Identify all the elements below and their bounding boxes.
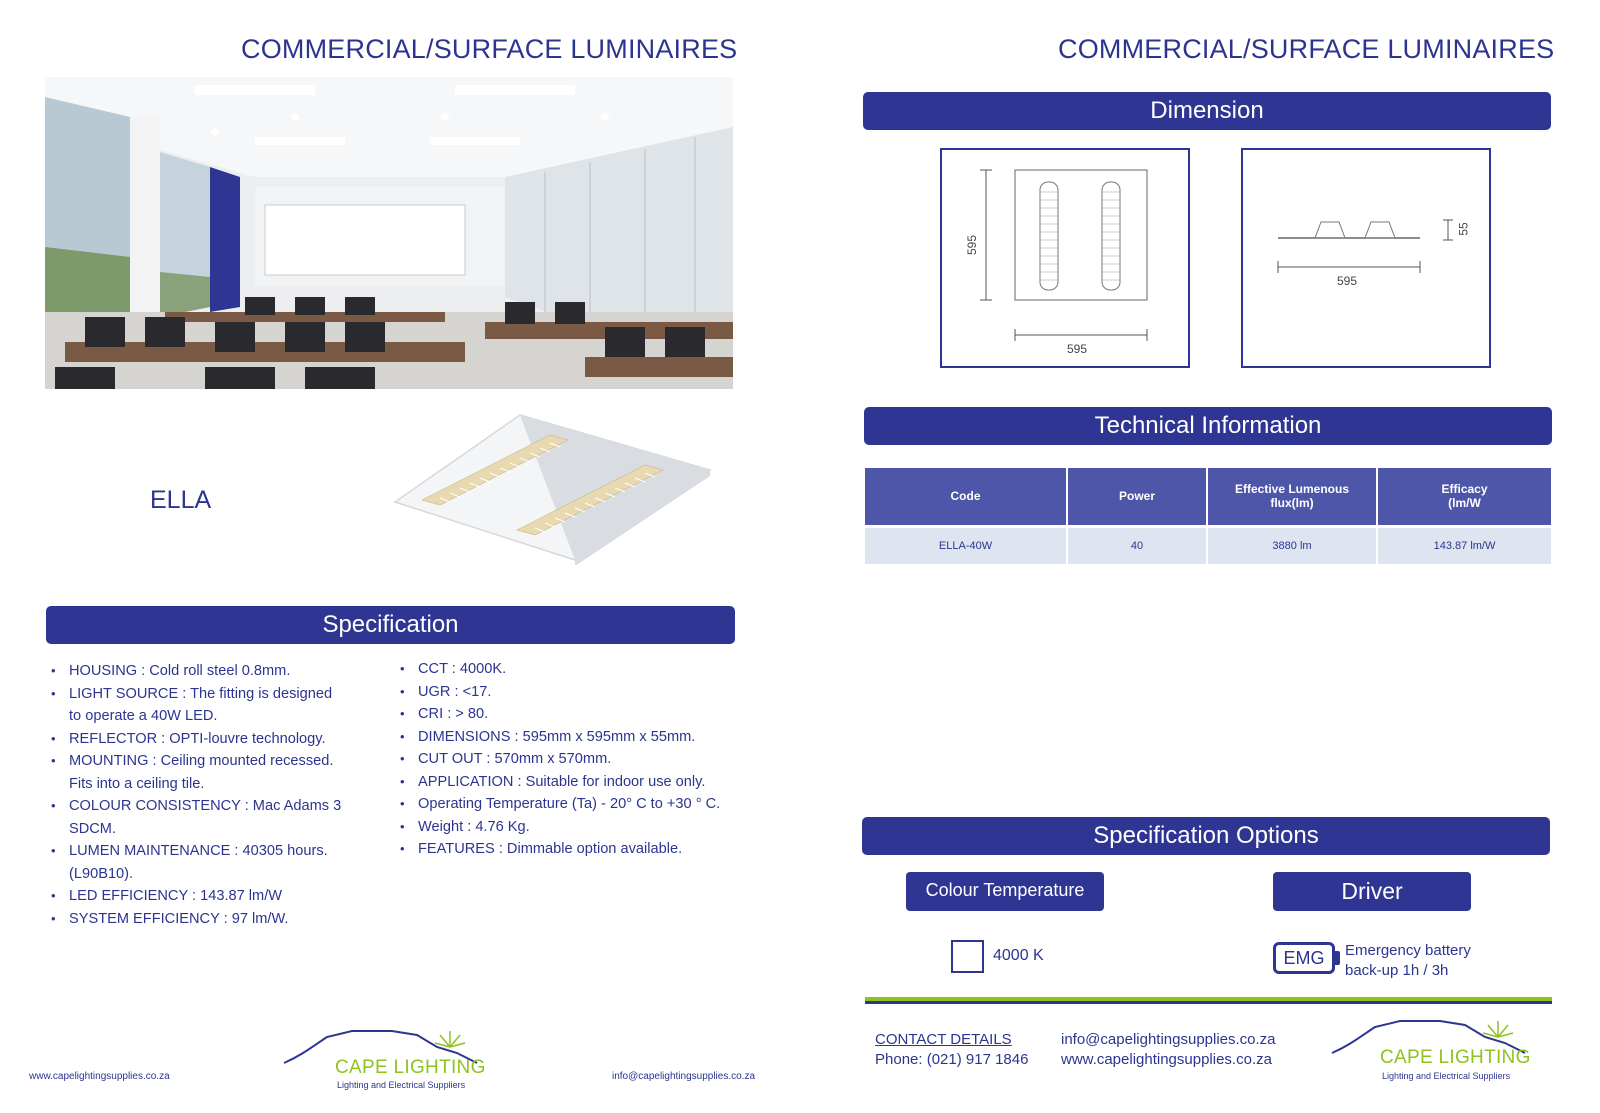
contact-email-link[interactable]: info@capelightingsupplies.co.za [1061,1031,1276,1048]
logo-tagline: Lighting and Electrical Suppliers [337,1080,466,1090]
driver-desc-line1: Emergency battery [1345,942,1471,959]
logo-name: CAPE LIGHTING [1380,1047,1531,1068]
technical-table: Code Power Effective Lumenous flux(lm) E… [865,468,1551,564]
footer-blue-rule [865,1001,1552,1004]
spec-list-col1: HOUSING : Cold roll steel 0.8mm. LIGHT S… [48,660,348,930]
dim-width-label: 595 [1067,342,1088,356]
product-image [390,410,720,566]
table-header-efficacy: Efficacy (lm/W [1377,468,1551,526]
colour-temperature-label: Colour Temperature [906,872,1104,911]
table-row: ELLA-40W 40 3880 lm 143.87 lm/W [865,524,1551,564]
left-page-title: COMMERCIAL/SURFACE LUMINAIRES [241,34,738,64]
classroom-photo [45,77,733,389]
spec-options-banner: Specification Options [862,817,1550,855]
right-page-title: COMMERCIAL/SURFACE LUMINAIRES [1058,34,1555,64]
dim-depth-label: 55 [1456,222,1471,236]
spec-item: Operating Temperature (Ta) - 20° C to +3… [397,793,742,816]
table-header-code: Code [865,468,1068,526]
driver-description: Emergency battery back-up 1h / 3h [1345,941,1471,981]
spec-item: APPLICATION : Suitable for indoor use on… [397,771,742,794]
footer-email-link[interactable]: info@capelightingsupplies.co.za [612,1071,756,1082]
product-name: ELLA [150,486,212,514]
spec-item: LIGHT SOURCE : The fitting is designed t… [48,683,348,728]
driver-desc-line2: back-up 1h / 3h [1345,962,1449,979]
emg-battery-icon: EMG [1273,942,1335,974]
spec-item: CRI : > 80. [397,703,742,726]
spec-item: Weight : 4.76 Kg. [397,816,742,839]
spec-item: FEATURES : Dimmable option available. [397,838,742,861]
specification-banner: Specification [46,606,735,644]
cape-lighting-logo-right: CAPE LIGHTING Lighting and Electrical Su… [1330,1013,1540,1088]
dim-side-width-label: 595 [1337,274,1358,288]
spec-item: COLOUR CONSISTENCY : Mac Adams 3 SDCM. [48,795,348,840]
logo-tagline: Lighting and Electrical Suppliers [1382,1071,1511,1081]
table-cell-efficacy: 143.87 lm/W [1377,524,1551,564]
spec-item: CUT OUT : 570mm x 570mm. [397,748,742,771]
contact-phone: Phone: (021) 917 1846 [875,1051,1029,1068]
contact-links: info@capelightingsupplies.co.za www.cape… [1061,1030,1276,1070]
contact-heading: CONTACT DETAILS [875,1031,1012,1048]
spec-item: REFLECTOR : OPTI-louvre technology. [48,728,348,751]
cape-lighting-logo-left: CAPE LIGHTING Lighting and Electrical Su… [282,1025,492,1095]
spec-item: UGR : <17. [397,681,742,704]
spec-item: LED EFFICIENCY : 143.87 lm/W [48,885,348,908]
spec-item: LUMEN MAINTENANCE : 40305 hours. (L90B10… [48,840,348,885]
table-header-power: Power [1067,468,1208,526]
spec-item: DIMENSIONS : 595mm x 595mm x 55mm. [397,726,742,749]
spec-item: MOUNTING : Ceiling mounted recessed. Fit… [48,750,348,795]
logo-name: CAPE LIGHTING [335,1057,486,1078]
table-cell-flux: 3880 lm [1207,524,1378,564]
contact-details: CONTACT DETAILS Phone: (021) 917 1846 [875,1030,1028,1070]
mountain-logo-icon [283,1030,478,1064]
dim-height-label: 595 [965,234,980,256]
table-cell-power: 40 [1067,524,1208,564]
spec-item: SYSTEM EFFICIENCY : 97 lm/W. [48,908,348,931]
colour-temp-value: 4000 K [993,947,1044,964]
spec-item: HOUSING : Cold roll steel 0.8mm. [48,660,348,683]
dimension-top-view: 595 595 [940,148,1190,368]
technical-info-banner: Technical Information [864,407,1552,445]
spec-item: CCT : 4000K. [397,658,742,681]
footer-green-rule [865,997,1552,1001]
colour-temp-checkbox[interactable] [951,940,984,973]
dimension-side-view: 55 595 [1241,148,1491,368]
spec-list-col2: CCT : 4000K. UGR : <17. CRI : > 80. DIME… [397,658,742,861]
table-header-flux: Effective Lumenous flux(lm) [1207,468,1378,526]
battery-terminal-icon [1335,951,1340,965]
driver-label: Driver [1273,872,1471,911]
contact-website-link[interactable]: www.capelightingsupplies.co.za [1061,1051,1272,1068]
dimension-banner: Dimension [863,92,1551,130]
table-cell-code: ELLA-40W [865,524,1068,564]
mountain-logo-icon [1331,1020,1526,1054]
footer-website-link[interactable]: www.capelightingsupplies.co.za [29,1071,170,1082]
